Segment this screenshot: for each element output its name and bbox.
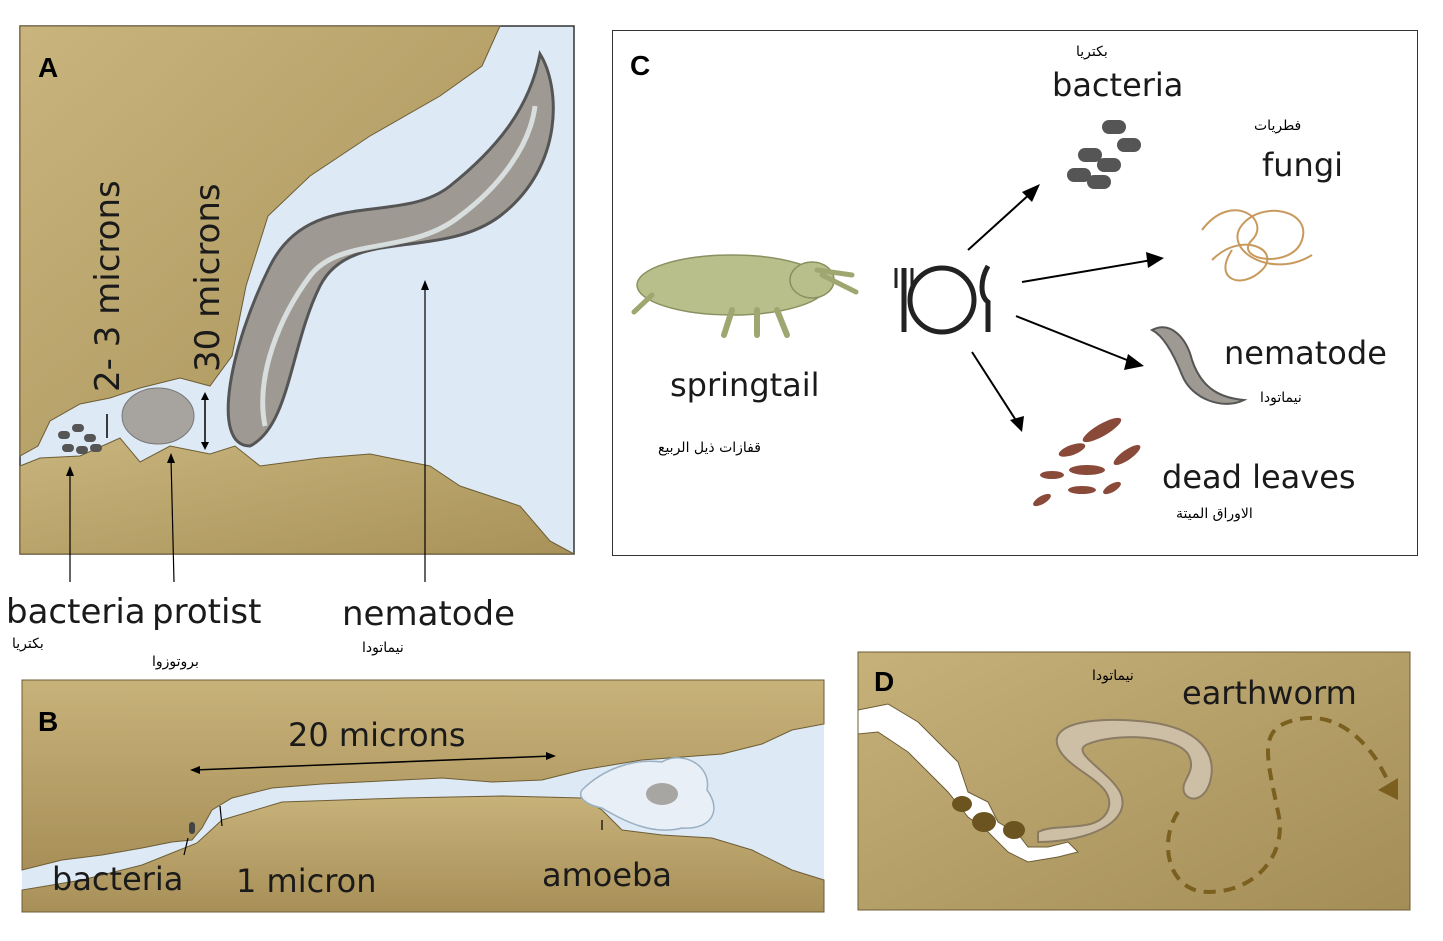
panel-a-illustration <box>19 25 575 583</box>
bacterium-b <box>189 822 195 834</box>
label-bacteria-a-ar: بكتريا <box>12 636 44 652</box>
scale-label-bacteria: 2- 3 microns <box>88 180 128 392</box>
label-springtail-ar: قفازات ذيل الربيع <box>658 440 761 456</box>
nematode-c <box>1149 326 1248 405</box>
panel-b-illustration <box>21 679 825 913</box>
label-protist-ar: بروتوزوا <box>152 654 199 670</box>
burrow-tunnel <box>857 703 1079 863</box>
label-nematode-a: nematode <box>342 594 516 634</box>
label-dead-leaves: dead leaves <box>1162 458 1356 496</box>
scale-label-length: 20 microns <box>288 716 466 754</box>
bacteria-cluster-c <box>1067 120 1141 189</box>
springtail-figure <box>631 254 859 338</box>
label-earthworm: earthworm <box>1182 674 1357 712</box>
panel-c-letter: C <box>630 50 651 81</box>
label-nematode-c: nematode <box>1224 334 1387 372</box>
soil-top <box>21 679 825 871</box>
soil-lower <box>19 437 575 555</box>
label-amoeba: amoeba <box>542 856 672 894</box>
earthworm-body <box>1037 718 1213 844</box>
scale-label-protist: 30 microns <box>188 183 228 372</box>
panel-d-letter: D <box>874 666 895 697</box>
panel-a-letter: A <box>38 52 59 83</box>
soil-pellets <box>952 796 1025 839</box>
amoeba-nucleus <box>646 783 678 805</box>
label-fungi: fungi <box>1262 146 1344 184</box>
label-fungi-ar: فطريات <box>1254 118 1302 134</box>
label-springtail: springtail <box>670 366 820 404</box>
label-bacteria-a: bacteria <box>6 592 146 632</box>
scale-arrow-length <box>193 755 553 771</box>
soil-upper <box>19 25 501 457</box>
bacteria-cluster <box>58 424 102 454</box>
label-d-ar: نيماتودا <box>1092 668 1134 684</box>
label-protist: protist <box>152 592 262 632</box>
label-bacteria-c-ar: بكتريا <box>1076 44 1108 60</box>
dead-leaves <box>1033 417 1141 507</box>
label-nematode-a-ar: نيماتودا <box>362 640 404 656</box>
panel-c-illustration <box>631 120 1313 507</box>
label-nematode-c-ar: نيماتودا <box>1260 390 1302 406</box>
label-bacteria-b: bacteria <box>52 860 184 898</box>
food-arrows <box>967 191 1153 423</box>
label-bacteria-c: bacteria <box>1052 66 1184 104</box>
movement-path <box>1166 715 1396 895</box>
plate-fork-knife-icon <box>894 264 991 335</box>
panel-b-letter: B <box>38 706 59 737</box>
panel-d-illustration <box>857 651 1411 911</box>
protist-cell <box>121 387 195 445</box>
scale-label-width: 1 micron <box>236 862 377 900</box>
label-dead-leaves-ar: الاوراق الميتة <box>1176 506 1253 522</box>
fungi-tangle <box>1201 209 1313 282</box>
